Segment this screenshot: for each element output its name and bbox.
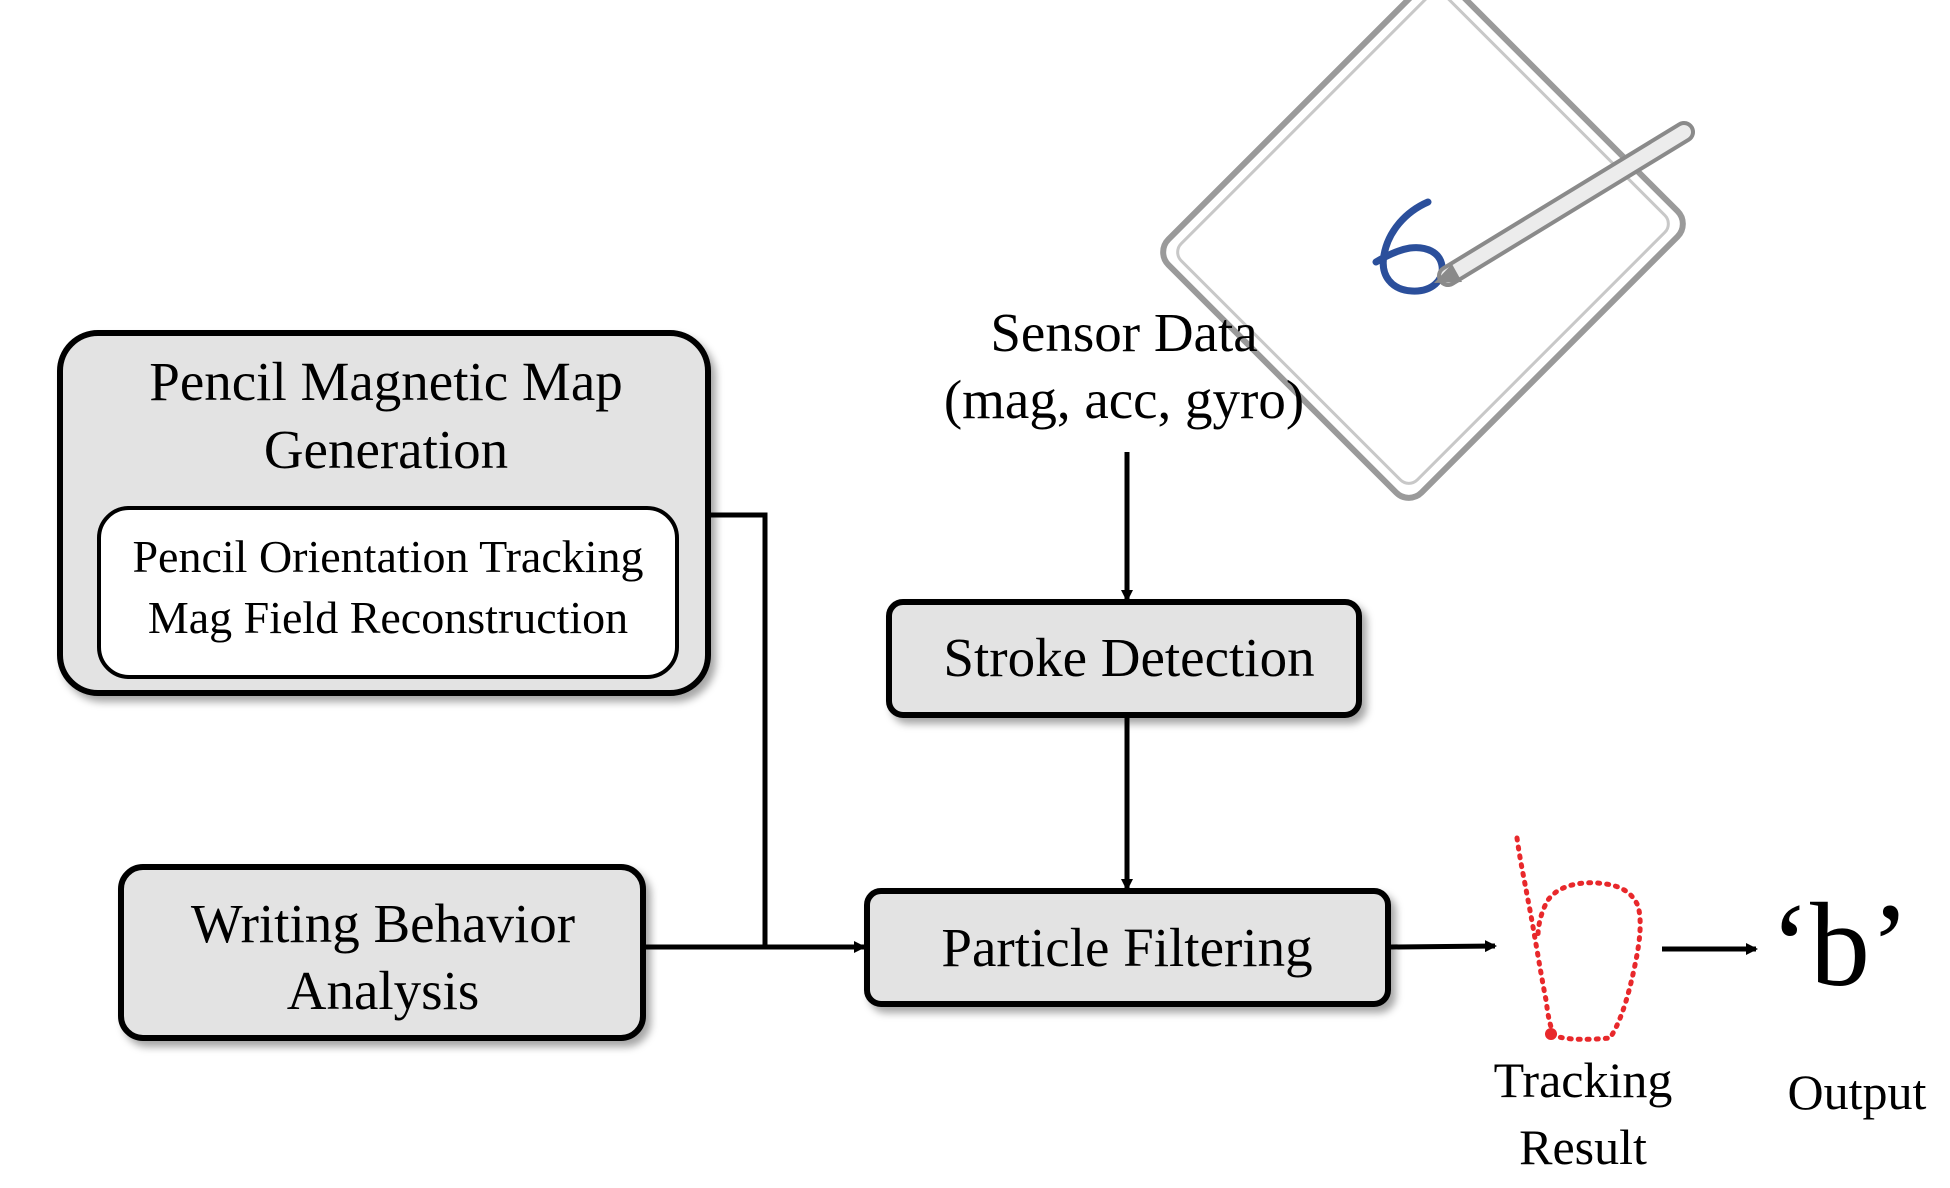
sensor-data-label: Sensor Data bbox=[990, 302, 1257, 363]
magnetic-map-title: Pencil Magnetic Map bbox=[149, 351, 623, 412]
connector-lines bbox=[646, 452, 1758, 955]
tablet-icon bbox=[1160, 0, 1686, 501]
magnetic-map-box: Pencil Magnetic Map Generation Pencil Or… bbox=[57, 330, 711, 696]
particle-filtering-label: Particle Filtering bbox=[941, 917, 1312, 978]
writing-behavior-box: Writing Behavior Analysis bbox=[118, 864, 646, 1041]
particle-filtering-box: Particle Filtering bbox=[864, 888, 1391, 1007]
tracking-result-sublabel: Result bbox=[1519, 1119, 1647, 1175]
orientation-tracking-label: Pencil Orientation Tracking bbox=[132, 531, 643, 582]
output-letter: ‘b’ bbox=[1770, 878, 1910, 1011]
sensor-data-types-label: (mag, acc, gyro) bbox=[944, 369, 1304, 430]
tracking-trajectory bbox=[1514, 835, 1643, 1042]
handwritten-six-icon bbox=[1372, 198, 1446, 295]
magnetic-map-inner-box: Pencil Orientation Tracking Mag Field Re… bbox=[97, 506, 679, 679]
pencil-icon bbox=[1434, 121, 1695, 287]
writing-behavior-subtitle: Analysis bbox=[287, 960, 480, 1021]
line-map-to-junction bbox=[711, 512, 768, 947]
arrow-particle-to-tracking bbox=[1390, 940, 1497, 953]
stroke-detection-box: Stroke Detection bbox=[886, 599, 1362, 718]
output-label: Output bbox=[1788, 1064, 1927, 1120]
magnetic-map-subtitle: Generation bbox=[264, 419, 508, 480]
tracking-result-label: Tracking bbox=[1494, 1052, 1673, 1108]
stroke-detection-label: Stroke Detection bbox=[943, 627, 1314, 688]
field-reconstruction-label: Mag Field Reconstruction bbox=[148, 592, 628, 643]
writing-behavior-title: Writing Behavior bbox=[191, 893, 575, 954]
